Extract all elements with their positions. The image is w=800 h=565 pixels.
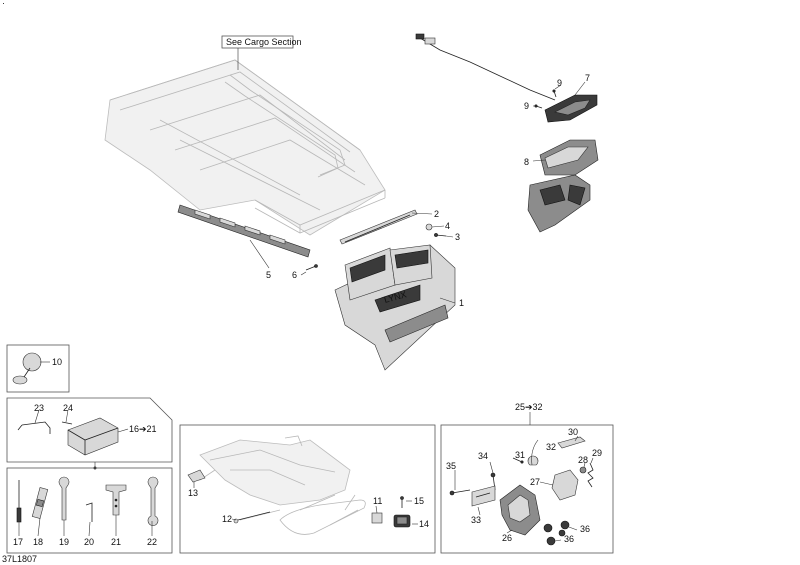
rivet-part-6 <box>305 264 318 271</box>
callout-32: 32 <box>546 442 556 452</box>
pad-part-14 <box>393 514 411 528</box>
callout-19: 19 <box>59 537 69 547</box>
callout-18: 18 <box>33 537 43 547</box>
callout-24: 24 <box>63 403 73 413</box>
hitch-bracket-part-26 <box>499 484 541 536</box>
callout-4: 4 <box>445 221 450 231</box>
toolkit-box <box>6 397 173 470</box>
callout-1: 1 <box>459 298 464 308</box>
callout-10: 10 <box>52 357 62 367</box>
callout-22: 22 <box>147 537 157 547</box>
clip-part-32 <box>527 439 539 466</box>
svg-text:See Cargo Section: See Cargo Section <box>226 37 302 47</box>
callout-3: 3 <box>455 232 460 242</box>
tool-part-19 <box>58 476 70 521</box>
callout-5: 5 <box>266 270 271 280</box>
screw-part-3 <box>434 233 447 237</box>
callout-26: 26 <box>502 533 512 543</box>
callout-8: 8 <box>524 157 529 167</box>
callout-15: 15 <box>414 496 424 506</box>
callouts: 1 2 3 4 5 6 7 8 9 9 10 11 12 13 14 15 16… <box>13 73 602 547</box>
rivet-part-24 <box>61 421 73 425</box>
cargo-rack-ghost <box>104 59 386 236</box>
nut-part-36-bottom <box>546 529 566 546</box>
plate-part-33 <box>471 485 496 507</box>
snowmobile-ghost <box>189 435 366 535</box>
snowmobile-box <box>179 424 436 554</box>
screw-part-9-left <box>534 104 543 109</box>
callout-29: 29 <box>592 448 602 458</box>
tool-part-20 <box>85 502 93 522</box>
pin-part-31 <box>512 457 524 464</box>
strap-part-12 <box>233 511 271 524</box>
bolt-part-15 <box>400 496 404 508</box>
nut-part-36-top <box>543 520 570 533</box>
callout-9-top: 9 <box>557 78 562 88</box>
bracket-part-23 <box>17 421 51 434</box>
tool-part-22 <box>147 476 159 526</box>
wiring-harness <box>415 33 556 101</box>
tool-bag-part-16-21 <box>67 417 119 456</box>
tool-part-21 <box>105 484 127 516</box>
callout-36-bottom: 36 <box>564 534 574 544</box>
callout-30: 30 <box>568 427 578 437</box>
pin-part-30 <box>557 436 586 449</box>
leader-lines <box>18 81 594 542</box>
tool-part-17 <box>16 480 22 523</box>
side-trim-part-5 <box>177 204 311 258</box>
callout-17: 17 <box>13 537 23 547</box>
ball-part-28 <box>579 466 587 474</box>
callout-31: 31 <box>515 450 525 460</box>
hitch-strip-part-2 <box>339 209 418 245</box>
nut-part-4 <box>425 223 433 231</box>
callout-12: 12 <box>222 514 232 524</box>
see-cargo-section-box[interactable]: See Cargo Section <box>221 35 302 70</box>
latch-part-27 <box>551 469 579 501</box>
callout-25-32: 25➔32 <box>515 402 543 412</box>
callout-21: 21 <box>111 537 121 547</box>
snow-flap-part-1: LYNX <box>334 244 456 371</box>
callout-7: 7 <box>585 73 590 83</box>
callout-28: 28 <box>578 455 588 465</box>
callout-27: 27 <box>530 477 540 487</box>
corner-marker: · <box>2 0 5 8</box>
callout-34: 34 <box>478 451 488 461</box>
mirror-box <box>6 344 70 393</box>
tool-part-18 <box>31 487 49 519</box>
callout-9-left: 9 <box>524 101 529 111</box>
decal-part-13 <box>187 469 206 483</box>
bolt-part-35 <box>449 489 471 496</box>
callout-23: 23 <box>34 403 44 413</box>
callout-33: 33 <box>471 515 481 525</box>
callout-13: 13 <box>188 488 198 498</box>
tools-box <box>6 467 173 554</box>
screw-part-9-top <box>552 89 557 98</box>
callout-16-21: 16➔21 <box>129 424 157 434</box>
callout-20: 20 <box>84 537 94 547</box>
callout-35: 35 <box>446 461 456 471</box>
label-part-11 <box>371 512 383 524</box>
callout-14: 14 <box>419 519 429 529</box>
spring-part-29 <box>587 462 594 488</box>
callout-2: 2 <box>434 209 439 219</box>
callout-36-top: 36 <box>580 524 590 534</box>
light-support-part-8 <box>527 139 599 233</box>
callout-6: 6 <box>292 270 297 280</box>
callout-11: 11 <box>373 496 382 506</box>
hitch-box <box>440 412 614 554</box>
figure-code: 37L1807 <box>2 554 37 564</box>
